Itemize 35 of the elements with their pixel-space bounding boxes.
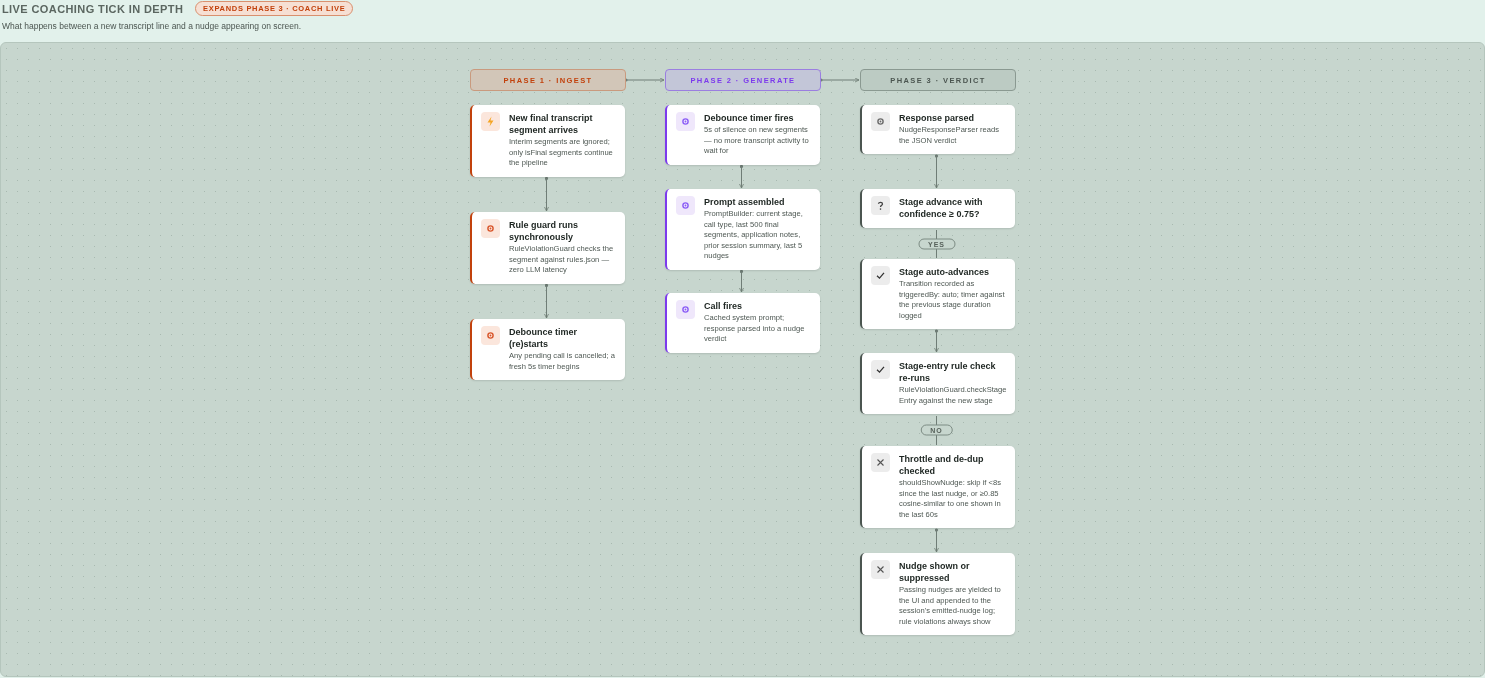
step-card	[665, 293, 820, 353]
step-card	[860, 259, 1015, 329]
step-card	[470, 105, 625, 177]
step-card	[860, 553, 1015, 635]
step-card	[665, 105, 820, 165]
connector-arrow	[544, 176, 549, 212]
connector-arrow	[624, 77, 665, 83]
step-title: Stage-entry rule check re-runs	[899, 360, 997, 384]
connector-arrow	[739, 269, 744, 293]
connector-arrow	[739, 164, 744, 189]
connector-arrow	[544, 283, 549, 319]
step-card	[470, 319, 625, 380]
step-title: Debounce timer fires	[704, 112, 795, 124]
step-title: Rule guard runs synchronously	[509, 219, 579, 243]
step-title: New final transcript segment arrives	[509, 112, 594, 136]
step-card	[860, 353, 1015, 414]
connector-arrow	[934, 154, 939, 189]
connector-arrow	[934, 528, 939, 553]
step-title: Stage auto-advances	[899, 266, 991, 278]
step-title: Call fires	[704, 300, 744, 312]
step-title: Prompt assembled	[704, 196, 786, 208]
step-title: Debounce timer (re)starts	[509, 326, 578, 350]
step-title: Stage advance with confidence ≥ 0.75?	[899, 196, 984, 220]
connector-arrow	[934, 329, 939, 353]
diagram-subtitle: What happens between a new transcript line and a nudge appearing on screen.	[2, 21, 302, 31]
step-title: Nudge shown or suppressed	[899, 560, 971, 584]
step-card	[665, 189, 820, 270]
diagram-title: LIVE COACHING TICK IN DEPTH	[2, 3, 184, 15]
step-card	[470, 212, 625, 284]
step-title: Throttle and de-dup checked	[899, 453, 985, 477]
step-card	[860, 446, 1015, 528]
step-title: Response parsed	[899, 112, 976, 124]
step-card	[860, 189, 1015, 228]
connector-arrow	[819, 77, 860, 83]
step-card	[860, 105, 1015, 154]
